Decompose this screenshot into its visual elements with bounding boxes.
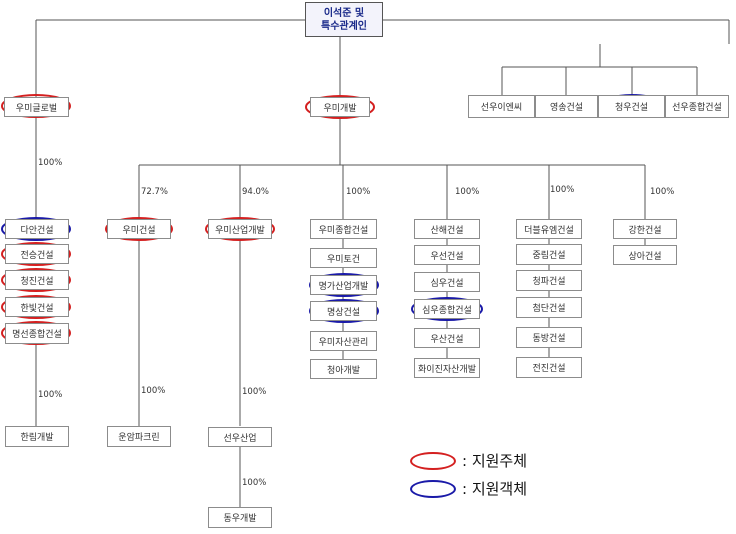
- node-jeonseung: 전승건설: [5, 244, 69, 264]
- legend-support-subject: : 지원주체: [410, 450, 527, 471]
- node-woomi-dev: 우미개발: [310, 97, 370, 117]
- node-cheongjin: 청진건설: [5, 270, 69, 290]
- node-dongbang: 동방건설: [516, 327, 582, 348]
- node-woosan: 우산건설: [414, 328, 480, 348]
- pct-seonwoo-to-dongwoo: 100%: [242, 478, 267, 488]
- node-woomi-sanup: 우미산업개발: [208, 219, 272, 239]
- legend-blue-ellipse-icon: [410, 479, 456, 498]
- node-hanrim: 한림개발: [5, 426, 69, 447]
- legend-support-object-label: : 지원객체: [462, 480, 528, 498]
- node-woomi-jonghap: 우미종합건설: [310, 219, 377, 239]
- legend-support-subject-label: : 지원주체: [462, 452, 528, 470]
- node-seonwoo-sanup: 선우산업: [208, 427, 272, 447]
- node-woomi-togun: 우미토건: [310, 248, 377, 268]
- pct-myungseon-to-hanrim: 100%: [38, 390, 63, 400]
- node-double: 더블유엠건설: [516, 219, 582, 239]
- pct-const-to-unam: 100%: [141, 386, 166, 396]
- node-simwoo: 심우건설: [414, 272, 480, 292]
- node-myungga: 명가산업개발: [310, 275, 377, 295]
- node-myungsang: 명상건설: [310, 301, 377, 321]
- node-sanga: 상아건설: [613, 245, 677, 265]
- pct-col-sanhae: 100%: [455, 187, 480, 197]
- pct-col-jonghap: 100%: [346, 187, 371, 197]
- top-node-owner: 이석준 및 특수관계인: [305, 2, 383, 37]
- node-cheongwoo: 청우건설: [598, 95, 665, 118]
- node-seonwoo-jonghap: 선우종합건설: [665, 95, 729, 118]
- pct-woomi-sanup: 94.0%: [242, 187, 270, 197]
- node-dongwoo: 동우개발: [208, 507, 272, 528]
- pct-global-to-daan: 100%: [38, 158, 63, 168]
- node-simwoo-jonghap: 심우종합건설: [414, 299, 480, 319]
- node-woomi-asset: 우미자산관리: [310, 331, 377, 351]
- top-node-line1: 이석준 및: [323, 7, 365, 19]
- node-sanhae: 산해건설: [414, 219, 480, 239]
- node-youngsong: 영송건설: [535, 95, 598, 118]
- node-woomi-const: 우미건설: [107, 219, 171, 239]
- node-hwaijin: 화이진자산개발: [414, 358, 480, 378]
- pct-col-double: 100%: [550, 185, 575, 195]
- top-node-line2: 특수관계인: [321, 20, 367, 32]
- node-seonwoo-ens: 선우이엔씨: [468, 95, 535, 118]
- node-cheongpa: 청파건설: [516, 270, 582, 291]
- node-cheonga: 청아개발: [310, 359, 377, 379]
- node-kanghan: 강한건설: [613, 219, 677, 239]
- node-junglim: 중림건설: [516, 244, 582, 265]
- node-unam-park: 운암파크린: [107, 426, 171, 447]
- pct-col-kanghan: 100%: [650, 187, 675, 197]
- legend-red-ellipse-icon: [410, 451, 456, 470]
- pct-woomi-const: 72.7%: [141, 187, 169, 197]
- node-daan: 다안건설: [5, 219, 69, 239]
- pct-sanup-to-seonwoo: 100%: [242, 387, 267, 397]
- node-woomi-global: 우미글로벌: [4, 97, 69, 117]
- node-jeonjin: 전진건설: [516, 357, 582, 378]
- legend-support-object: : 지원객체: [410, 478, 527, 499]
- node-woosun: 우선건설: [414, 245, 480, 265]
- node-myungseon: 명선종합건설: [5, 323, 69, 344]
- node-cheomdan: 첨단건설: [516, 297, 582, 318]
- node-hanbit: 한빛건설: [5, 297, 69, 317]
